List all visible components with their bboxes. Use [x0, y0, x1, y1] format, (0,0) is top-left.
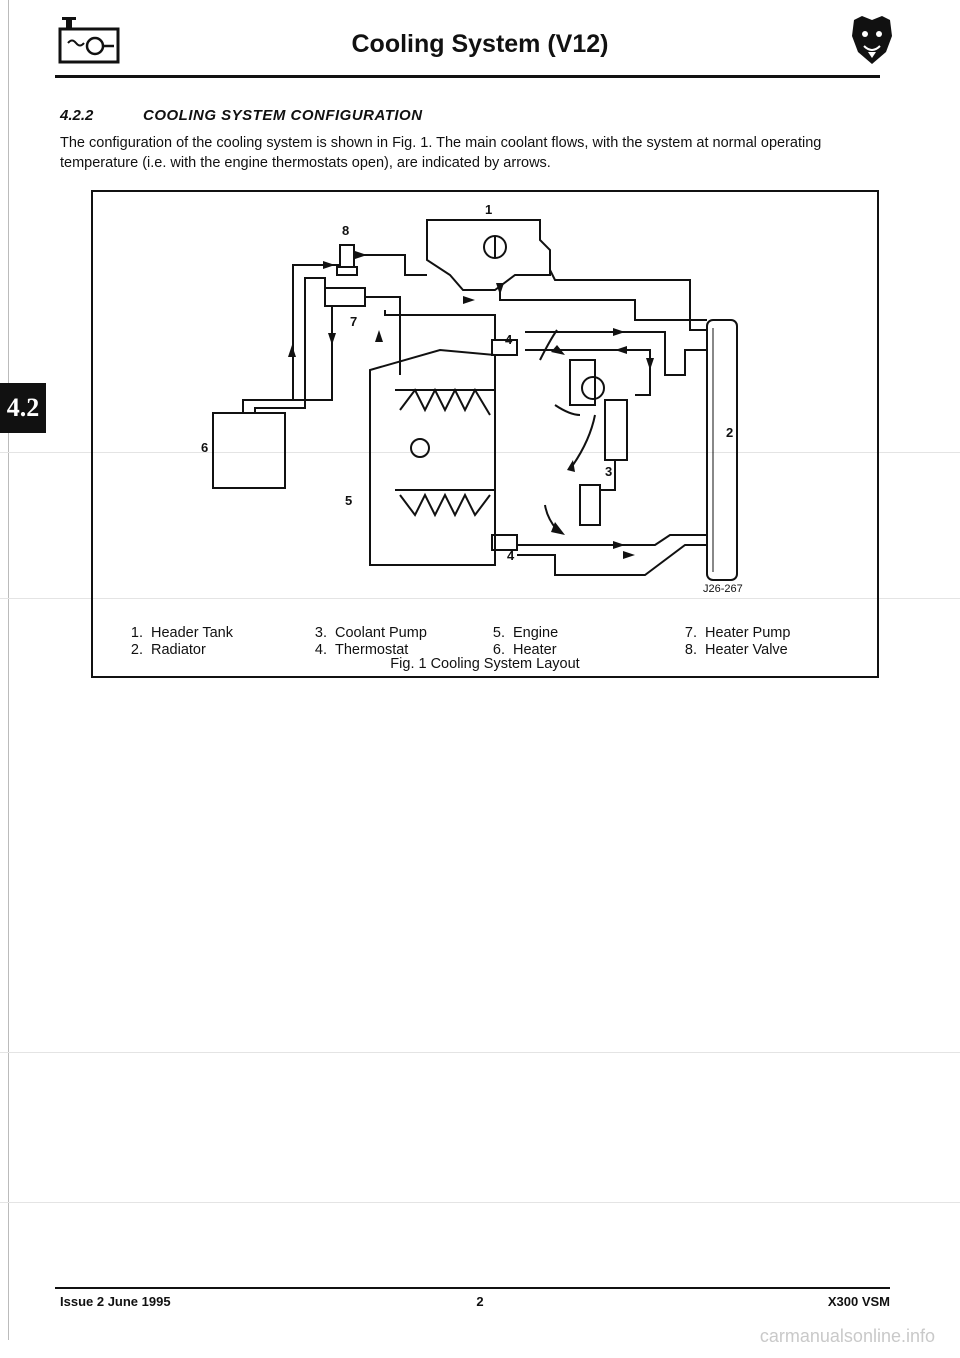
section-tab: 4.2 — [0, 383, 46, 433]
legend-item: 5. Engine — [485, 625, 655, 645]
legend-number: 6. — [492, 642, 505, 658]
scan-line — [0, 1052, 960, 1053]
legend-label: Engine — [513, 625, 559, 641]
scan-line — [0, 1202, 960, 1203]
legend-item: 8. Heater Valve — [677, 642, 847, 662]
callout-label: 7 — [350, 314, 357, 329]
callout-label: 4 — [505, 332, 513, 347]
figure-reference: J26-267 — [703, 583, 743, 595]
cooling-system-diagram: 1 2 3 4 4 5 6 7 8 — [201, 202, 738, 581]
legend-number: 1. — [130, 625, 143, 641]
watermark: carmanualsonline.info — [759, 1326, 935, 1346]
legend-item: 2. Radiator — [123, 642, 293, 662]
header-rule — [55, 75, 880, 78]
figure-caption: Fig. 1 Cooling System Layout — [390, 656, 580, 672]
page-title: Cooling System (V12) — [351, 30, 609, 58]
legend-item: 1. Header Tank — [123, 625, 293, 645]
legend-number: 2. — [130, 642, 143, 658]
legend-label: Coolant Pump — [335, 625, 427, 641]
callout-label: 6 — [201, 440, 208, 455]
scan-line — [0, 452, 960, 453]
binding-margin-line — [8, 0, 9, 1340]
legend-label: Radiator — [151, 642, 206, 658]
legend-number: 4. — [314, 642, 327, 658]
legend-item: 4. Thermostat — [307, 642, 477, 662]
intro-paragraph: The configuration of the cooling system … — [60, 135, 822, 171]
legend-number: 7. — [684, 625, 697, 641]
legend-number: 5. — [492, 625, 505, 641]
legend-item: 6. Heater — [485, 642, 655, 662]
legend-label: Thermostat — [335, 642, 409, 658]
section-number: 4.2.2 — [60, 107, 94, 124]
figure-frame — [91, 190, 879, 678]
footer-rule — [55, 1287, 890, 1289]
cooling-system-icon — [58, 17, 120, 64]
legend-label: Heater Pump — [705, 625, 791, 641]
legend-item: 7. Heater Pump — [677, 625, 847, 645]
callout-label: 8 — [342, 223, 349, 238]
legend-label: Heater Valve — [705, 642, 788, 658]
issue-date: Issue 2 June 1995 — [60, 1294, 171, 1309]
callout-label: 4 — [507, 548, 515, 563]
callout-label: 5 — [345, 493, 352, 508]
legend-number: 8. — [684, 642, 697, 658]
jaguar-logo-icon — [852, 16, 892, 64]
callout-label: 2 — [726, 425, 733, 440]
legend-number: 3. — [314, 625, 327, 641]
legend-label: Heater — [513, 642, 557, 658]
page-number: 2 — [476, 1294, 484, 1309]
callout-label: 1 — [485, 202, 492, 217]
section-title: COOLING SYSTEM CONFIGURATION — [143, 107, 423, 124]
manual-code: X300 VSM — [827, 1294, 890, 1309]
callout-label: 3 — [605, 464, 612, 479]
legend-label: Header Tank — [151, 625, 233, 641]
legend-item: 3. Coolant Pump — [307, 625, 477, 645]
scan-line — [0, 598, 960, 599]
